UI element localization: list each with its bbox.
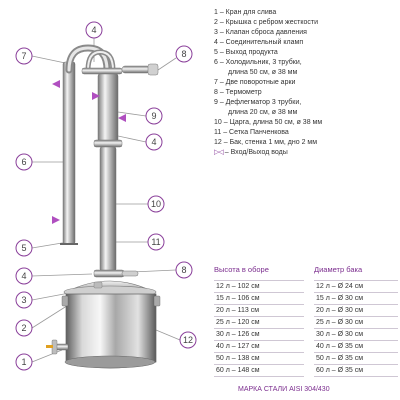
callout-number: 8: [181, 49, 186, 59]
callout-number: 6: [21, 157, 26, 167]
drain-tap: [46, 339, 69, 355]
table-row: 30 л – Ø 30 см: [314, 329, 398, 341]
height-table: Высота в оборе 12 л – 102 см 15 л – 106 …: [214, 265, 304, 377]
column: [99, 146, 117, 272]
top-thermometer: [121, 63, 159, 76]
steel-grade-label: МАРКА СТАЛИ AISI 304/430: [238, 386, 330, 393]
water-legend: ▷◁ – Вход/Выход воды: [214, 149, 288, 156]
legend-item: 2 – Крышка с ребром жесткости: [214, 19, 318, 26]
table-row: 50 л – 138 см: [214, 353, 304, 365]
table-row: 15 л – 106 см: [214, 293, 304, 305]
table-row: 50 л – Ø 35 см: [314, 353, 398, 365]
table-row: 30 л – 126 см: [214, 329, 304, 341]
legend-item: 11 – Сетка Панченкова: [214, 129, 289, 136]
callout-number: 4: [21, 271, 26, 281]
table-row: 20 л – Ø 30 см: [314, 305, 398, 317]
table-row: 25 л – 120 см: [214, 317, 304, 329]
table-row: 20 л – 113 см: [214, 305, 304, 317]
callout-number: 1: [21, 357, 26, 367]
legend-item: 5 – Выход продукта: [214, 49, 278, 56]
table-row: 60 л – 148 см: [214, 365, 304, 377]
callout-number: 11: [151, 237, 160, 247]
legend-item: 7 – Две поворотные арки: [214, 79, 296, 86]
tank-thermometer: [121, 270, 139, 277]
table-row: 60 л – Ø 35 см: [314, 365, 398, 377]
height-table-title: Высота в оборе: [214, 265, 269, 274]
table-row: 25 л – Ø 30 см: [314, 317, 398, 329]
parts-legend: 1 – Кран для слива 2 – Крышка с ребром ж…: [214, 8, 398, 158]
diameter-table-title: Диаметр бака: [314, 265, 363, 274]
callout-number: 3: [21, 295, 26, 305]
legend-item: 12 – Бак, стенка 1 мм, дно 2 мм: [214, 139, 318, 146]
legend-item: 9 – Дефлегматор 3 трубки,длина 20 см, ø …: [214, 99, 302, 116]
dephlegmator: [97, 73, 119, 145]
callout-number: 4: [91, 25, 96, 35]
legend-item: 1 – Кран для слива: [214, 9, 277, 16]
callout-number: 4: [151, 137, 156, 147]
diameter-table: Диаметр бака 12 л – Ø 24 см 15 л – Ø 30 …: [314, 265, 398, 377]
callout-number: 12: [183, 335, 193, 345]
callout-number: 9: [151, 111, 156, 121]
callout-number: 7: [21, 51, 26, 61]
table-row: 12 л – 102 см: [214, 281, 304, 293]
callout-number: 10: [151, 199, 161, 209]
table-row: 12 л – Ø 24 см: [314, 281, 398, 293]
middle-clamp: [93, 139, 123, 148]
cooler-pipe: [60, 61, 78, 245]
bottom-clamp: [93, 269, 125, 278]
callout-number: 2: [21, 323, 26, 333]
legend-item: 3 – Клапан сброса давления: [214, 29, 307, 36]
legend-item: 8 – Термометр: [214, 89, 262, 96]
water-markers: [52, 80, 126, 224]
legend-item: 10 – Царга, длина 50 см, ø 38 мм: [214, 119, 323, 126]
callout-circles: [15, 21, 197, 371]
callout-number: 5: [21, 243, 26, 253]
tank: [61, 293, 161, 369]
swivel-arcs: [65, 44, 116, 74]
legend-item: 4 – Соединительный кламп: [214, 39, 304, 46]
table-row: 40 л – Ø 35 см: [314, 341, 398, 353]
callout-number: 8: [181, 265, 186, 275]
legend-item: 6 – Холодильник, 3 трубки,длина 50 см, ø…: [214, 59, 302, 76]
water-marker-icon: ▷◁: [214, 149, 224, 156]
top-clamp: [81, 67, 123, 75]
table-row: 40 л – 127 см: [214, 341, 304, 353]
table-row: 15 л – Ø 30 см: [314, 293, 398, 305]
callout-numbers: 4 7 8 9 4 6 10 5 11 4 8 3 2 12 1: [21, 25, 193, 367]
